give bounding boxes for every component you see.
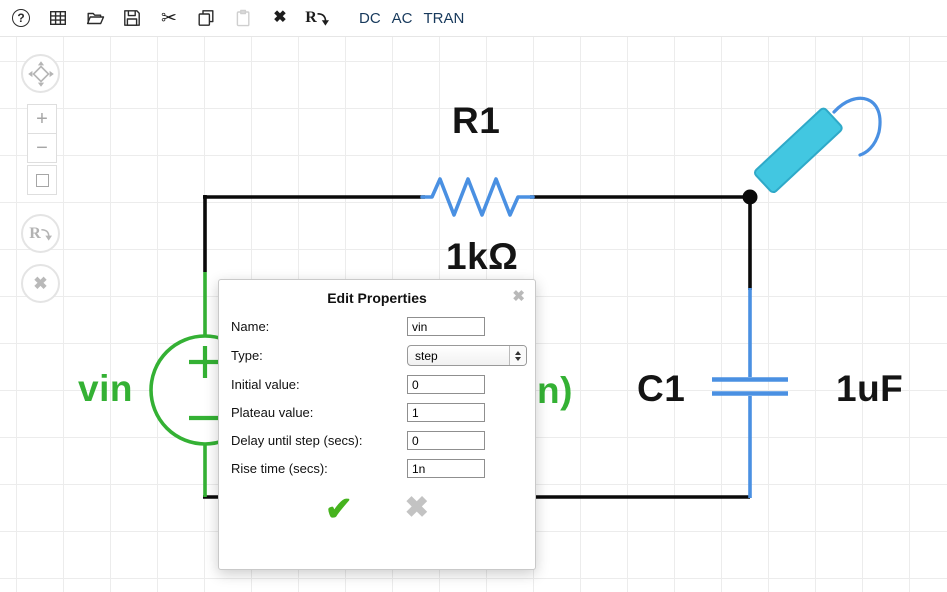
rotate-icon: R bbox=[305, 9, 329, 27]
help-icon: ? bbox=[12, 9, 30, 27]
dialog-actions: ✔ ✖ bbox=[219, 492, 535, 525]
field-row-rise-time: Rise time (secs): bbox=[231, 459, 523, 478]
capacitor-value-label: 1uF bbox=[836, 368, 904, 409]
dialog-close-button[interactable]: ✖ bbox=[512, 288, 525, 305]
rotate-button[interactable]: R bbox=[305, 6, 329, 30]
name-input[interactable] bbox=[407, 317, 485, 336]
move-tool-button[interactable] bbox=[21, 54, 60, 93]
type-select-value: step bbox=[415, 348, 438, 363]
source-ref-label: vin bbox=[78, 368, 133, 409]
side-delete-button[interactable]: ✖ bbox=[21, 264, 60, 303]
source-value-partial-label: n) bbox=[537, 370, 573, 411]
help-button[interactable]: ? bbox=[10, 6, 32, 30]
grid-icon bbox=[50, 11, 67, 26]
delete-icon: ✖ bbox=[273, 9, 287, 26]
field-row-type: Type: step bbox=[231, 345, 527, 366]
initial-value-label: Initial value: bbox=[231, 377, 300, 392]
plateau-value-input[interactable] bbox=[407, 403, 485, 422]
parts-grid-button[interactable] bbox=[47, 6, 69, 30]
delete-button[interactable]: ✖ bbox=[269, 6, 291, 30]
tran-analysis-button[interactable]: TRAN bbox=[423, 9, 465, 27]
save-icon bbox=[124, 10, 140, 26]
type-field-label: Type: bbox=[231, 348, 263, 363]
copy-button[interactable] bbox=[195, 6, 217, 30]
zoom-fit-icon bbox=[35, 173, 49, 187]
copy-icon bbox=[198, 10, 214, 26]
rise-time-input[interactable] bbox=[407, 459, 485, 478]
delay-label: Delay until step (secs): bbox=[231, 433, 363, 448]
resistor-ref-label: R1 bbox=[452, 100, 501, 141]
cut-button[interactable]: ✂ bbox=[158, 6, 180, 30]
field-row-name: Name: bbox=[231, 317, 523, 336]
zoom-out-button[interactable]: − bbox=[27, 133, 57, 163]
side-delete-icon: ✖ bbox=[33, 273, 48, 293]
simulation-buttons: DC AC TRAN bbox=[359, 10, 464, 27]
delay-input[interactable] bbox=[407, 431, 485, 450]
plateau-value-label: Plateau value: bbox=[231, 405, 314, 420]
field-row-delay: Delay until step (secs): bbox=[231, 431, 523, 450]
name-field-label: Name: bbox=[231, 319, 270, 334]
paste-button[interactable] bbox=[232, 6, 254, 30]
ok-button[interactable]: ✔ bbox=[325, 490, 353, 527]
initial-value-input[interactable] bbox=[407, 375, 485, 394]
dc-analysis-button[interactable]: DC bbox=[359, 9, 381, 27]
edit-properties-dialog: Edit Properties ✖ Name: Type: step Initi… bbox=[218, 279, 536, 570]
capacitor-ref-label: C1 bbox=[637, 368, 686, 409]
field-row-initial-value: Initial value: bbox=[231, 375, 523, 394]
field-row-plateau-value: Plateau value: bbox=[231, 403, 523, 422]
zoom-in-button[interactable]: + bbox=[27, 104, 57, 134]
open-folder-icon bbox=[86, 12, 104, 25]
save-button[interactable] bbox=[121, 6, 143, 30]
ac-analysis-button[interactable]: AC bbox=[391, 9, 413, 27]
dialog-title: Edit Properties bbox=[327, 290, 427, 306]
side-rotate-icon: R bbox=[29, 225, 52, 243]
cancel-button[interactable]: ✖ bbox=[404, 492, 429, 524]
dialog-fields: Name: Type: step Initial value: Plateau … bbox=[219, 317, 535, 478]
paste-icon bbox=[236, 9, 250, 27]
side-rotate-button[interactable]: R bbox=[21, 214, 60, 253]
top-toolbar: ? bbox=[0, 0, 947, 37]
zoom-fit-button[interactable] bbox=[27, 165, 57, 195]
cut-icon: ✂ bbox=[161, 7, 177, 29]
open-file-button[interactable] bbox=[84, 6, 106, 30]
resistor-value-label: 1kΩ bbox=[446, 236, 519, 277]
rise-time-label: Rise time (secs): bbox=[231, 461, 328, 476]
type-select[interactable]: step bbox=[407, 345, 527, 366]
select-stepper-icon bbox=[509, 346, 526, 365]
move-icon bbox=[27, 60, 54, 87]
